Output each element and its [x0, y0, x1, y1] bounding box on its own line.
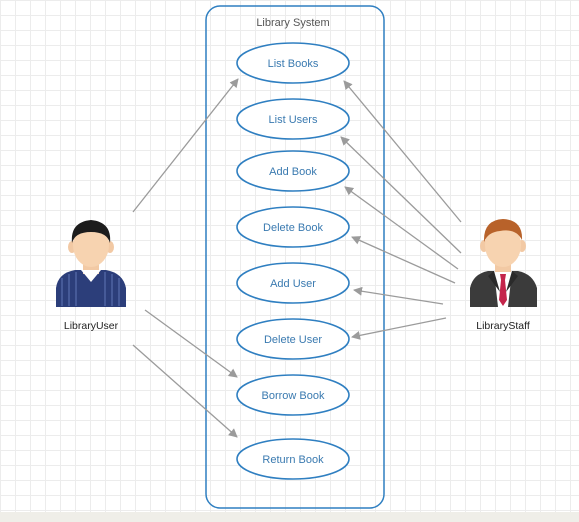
system-boundary — [205, 5, 385, 509]
library-user-avatar-icon — [56, 220, 126, 307]
arrow-staff-delete-user[interactable] — [351, 317, 447, 340]
use-case-add-user[interactable]: Add User — [236, 262, 350, 304]
use-case-ellipse — [236, 318, 350, 360]
actor-label: LibraryUser — [64, 320, 119, 332]
use-case-ellipse — [236, 374, 350, 416]
actor-label: LibraryStaff — [476, 320, 530, 332]
arrow-user-return-book[interactable] — [132, 344, 238, 438]
use-case-list-users[interactable]: List Users — [236, 98, 350, 140]
arrow-staff-add-book[interactable] — [344, 186, 459, 270]
use-case-label: Add User — [270, 278, 316, 290]
bottom-strip — [0, 512, 579, 522]
actor-library-user[interactable]: LibraryUser — [56, 220, 126, 332]
use-case-borrow-book[interactable]: Borrow Book — [236, 374, 350, 416]
use-case-ellipse — [236, 150, 350, 192]
arrow-user-list-books[interactable] — [132, 78, 239, 213]
arrow-staff-list-users[interactable] — [340, 136, 462, 254]
system-title: Library System — [256, 17, 329, 29]
arrow-staff-add-user[interactable] — [353, 286, 444, 305]
arrow-staff-list-books[interactable] — [343, 80, 462, 223]
arrow-staff-delete-book[interactable] — [351, 236, 456, 284]
use-case-list-books[interactable]: List Books — [236, 42, 350, 84]
use-case-label: Delete User — [264, 334, 322, 346]
staff-associations — [340, 80, 462, 340]
use-case-label: List Users — [269, 114, 318, 126]
use-case-ellipse — [236, 98, 350, 140]
use-case-ellipse — [236, 42, 350, 84]
arrow-user-borrow-book[interactable] — [144, 309, 238, 378]
use-case-delete-user[interactable]: Delete User — [236, 318, 350, 360]
use-case-delete-book[interactable]: Delete Book — [236, 206, 350, 248]
user-associations — [132, 78, 239, 438]
use-case-ellipse — [236, 262, 350, 304]
use-case-label: Delete Book — [263, 222, 323, 234]
library-staff-avatar-icon — [470, 219, 537, 307]
use-case-ellipse — [236, 206, 350, 248]
use-case-label: Borrow Book — [262, 390, 325, 402]
use-case-label: List Books — [268, 58, 319, 70]
use-case-add-book[interactable]: Add Book — [236, 150, 350, 192]
use-case-label: Return Book — [262, 454, 324, 466]
use-case-label: Add Book — [269, 166, 317, 178]
actor-library-staff[interactable]: LibraryStaff — [470, 219, 537, 332]
use-case-return-book[interactable]: Return Book — [236, 438, 350, 480]
use-case-ellipse — [236, 438, 350, 480]
